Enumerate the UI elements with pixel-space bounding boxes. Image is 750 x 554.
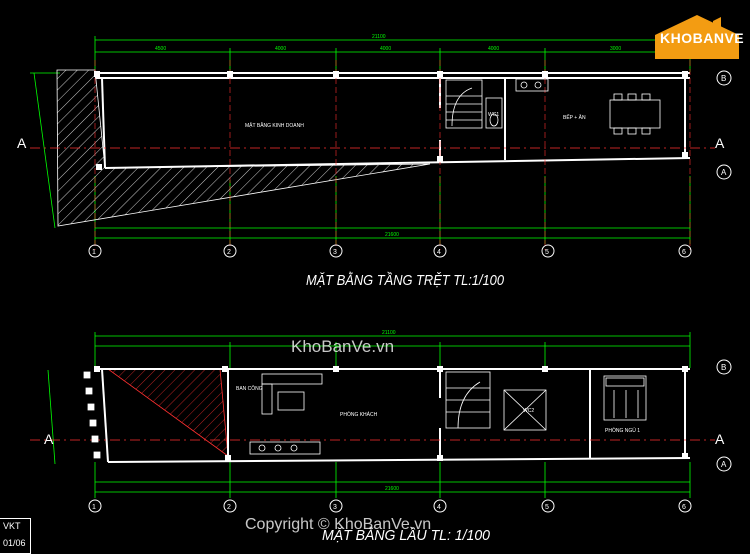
- room-label-living: PHÒNG KHÁCH: [340, 411, 378, 418]
- ground-floor-plan: MẶT BẰNG KINH DOANH WC1 BẾP + ĂN A A B A…: [17, 34, 732, 289]
- section-mark-left-2: A: [44, 431, 54, 447]
- balcony-railing: [83, 371, 101, 459]
- dim-total-top-1: 21100: [372, 34, 386, 40]
- axis-bubbles-numbers-1: [88, 244, 692, 258]
- sofa-set: [249, 373, 323, 455]
- axis-letter-a-1: A: [721, 168, 727, 177]
- watermark-top: KhoBanVe.vn: [291, 337, 395, 356]
- axis-bubbles-letters-2: [716, 359, 732, 472]
- axis-letter-b-2: B: [721, 363, 726, 372]
- axis-number-3-b: 3: [333, 504, 337, 511]
- dimension-line-left-2: [47, 369, 56, 465]
- wc2-fixtures: [503, 389, 547, 431]
- dim-seg-5-top: 3000: [610, 46, 621, 52]
- axis-number-1-b: 1: [92, 504, 96, 511]
- dim-total-bottom-2: 21600: [385, 486, 399, 492]
- dimension-lines-top: [94, 36, 691, 72]
- stairs-plan1: [445, 79, 483, 129]
- plan2-title: MẶT BẰNG LẦU TL: 1/100: [322, 526, 491, 544]
- dim-total-top-2: 21100: [382, 330, 396, 336]
- dining-table: [609, 93, 661, 135]
- void-hatch: [106, 368, 229, 457]
- axis-number-5: 5: [545, 249, 549, 256]
- plan1-title: MẶT BẰNG TẦNG TRỆT TL:1/100: [306, 271, 505, 289]
- room-label-bedroom: PHÒNG NGỦ 1: [605, 427, 640, 434]
- walls: [95, 72, 691, 169]
- dim-seg-3-top: 4000: [380, 46, 391, 52]
- room-label-wc2: WC2: [523, 408, 534, 414]
- khobanve-logo: [655, 15, 739, 59]
- axis-bubbles-numbers-2: [88, 499, 692, 513]
- dim-seg-1-top: 4500: [155, 46, 166, 52]
- axis-number-1: 1: [92, 249, 96, 256]
- dim-seg-2-top: 4000: [275, 46, 286, 52]
- dimension-lines-bottom-2: [94, 462, 691, 498]
- axis-letter-b-1: B: [721, 74, 726, 83]
- sheet-number: 01/06: [3, 538, 26, 548]
- dimension-lines-left: [30, 72, 60, 229]
- dimension-lines-top-2: [94, 332, 691, 368]
- columns-plan1: [94, 71, 688, 170]
- kitchen-counter: [515, 78, 549, 92]
- dim-total-bottom-1: 21600: [385, 232, 399, 238]
- axis-bubbles-letters-1: [716, 70, 732, 180]
- section-mark-right-1: A: [715, 135, 725, 151]
- columns-plan2: [94, 366, 688, 461]
- axis-number-5-b: 5: [545, 504, 549, 511]
- stairs-plan2: [445, 371, 491, 429]
- dim-seg-4-top: 4000: [488, 46, 499, 52]
- watermark-bottom: Copyright © KhoBanVe.vn: [245, 516, 432, 533]
- axis-number-6: 6: [682, 249, 686, 256]
- axis-number-3: 3: [333, 249, 337, 256]
- axis-number-2-b: 2: [227, 504, 231, 511]
- room-label-shop: MẶT BẰNG KINH DOANH: [245, 121, 304, 129]
- axis-number-4: 4: [437, 249, 441, 256]
- walls-2: [95, 368, 691, 463]
- axis-ticks-plan1: [94, 60, 691, 250]
- logo-text: KHOBANVE: [660, 30, 745, 46]
- room-label-kitchen: BẾP + ĂN: [563, 114, 586, 121]
- section-mark-left-1: A: [17, 135, 27, 151]
- axis-number-2: 2: [227, 249, 231, 256]
- upper-floor-plan: BAN CÔNG PHÒNG KHÁCH WC2 PHÒNG NGỦ 1 A A…: [30, 330, 732, 544]
- axis-number-4-b: 4: [437, 504, 441, 511]
- axis-letter-a-2: A: [721, 460, 727, 469]
- sheet-label: VKT: [3, 521, 21, 531]
- axis-number-6-b: 6: [682, 504, 686, 511]
- wc1-fixtures: [485, 97, 503, 129]
- room-label-wc1: WC1: [488, 112, 499, 118]
- section-mark-right-2: A: [715, 431, 725, 447]
- bed: [603, 375, 647, 421]
- room-label-balcony: BAN CÔNG: [236, 385, 263, 392]
